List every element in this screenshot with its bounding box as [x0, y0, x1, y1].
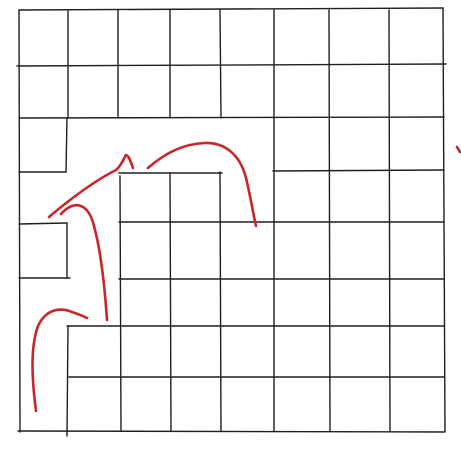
red-stroke: [59, 204, 109, 322]
grid-vertical-line: [328, 9, 331, 432]
grid-border-left: [18, 9, 21, 433]
grid-lines: [16, 7, 447, 437]
red-stroke: [146, 141, 258, 228]
grid-vertical-line: [219, 9, 222, 119]
grid-vertical-line: [65, 117, 68, 173]
grid-horizontal-line: [16, 63, 447, 67]
grid-horizontal-line: [18, 116, 445, 119]
grid-border-top: [18, 7, 444, 11]
grid-border-bottom: [17, 430, 445, 433]
grid-vertical-line: [388, 9, 391, 432]
grid-vertical-line: [66, 326, 69, 437]
grid-horizontal-line: [18, 222, 68, 225]
grid-vertical-line: [169, 172, 172, 432]
grid-vertical-line: [119, 175, 122, 432]
red-stroke: [31, 308, 89, 413]
red-stroke: [455, 145, 461, 154]
red-ink-strokes: [31, 141, 461, 413]
grid-vertical-line: [219, 171, 222, 432]
grid-horizontal-line: [272, 169, 445, 172]
grid-border-right: [442, 7, 446, 433]
red-stroke: [47, 153, 135, 219]
